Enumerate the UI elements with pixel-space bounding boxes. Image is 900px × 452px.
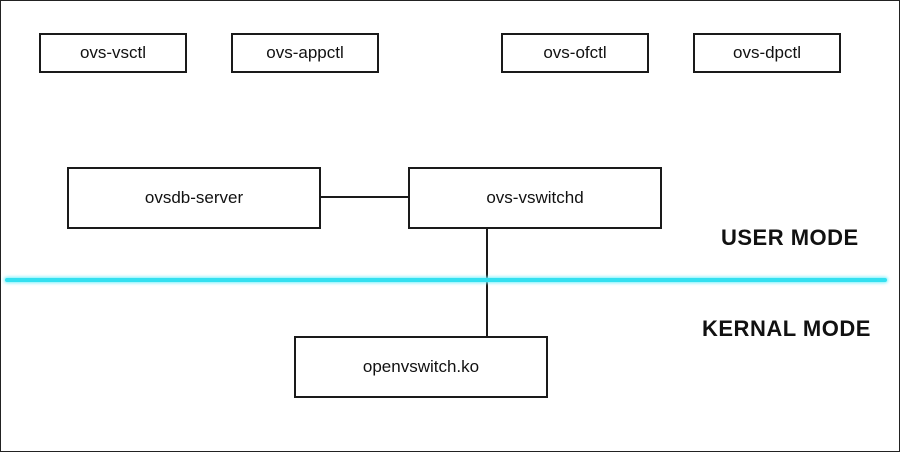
ovs-vsctl-box: ovs-vsctl <box>39 33 187 73</box>
ovs-vswitchd-box: ovs-vswitchd <box>408 167 662 229</box>
ovs-vswitchd-label: ovs-vswitchd <box>486 188 584 207</box>
ovsdb-vswitchd-connector <box>321 196 409 198</box>
ovs-vsctl-label: ovs-vsctl <box>79 43 147 62</box>
ovsdb-server-box: ovsdb-server <box>67 167 321 229</box>
ovs-dpctl-box: ovs-dpctl <box>693 33 841 73</box>
ovs-appctl-box: ovs-appctl <box>231 33 379 73</box>
ovsdb-server-label: ovsdb-server <box>144 188 244 207</box>
user-mode-label: USER MODE <box>721 225 859 250</box>
user-kernel-divider <box>5 278 887 282</box>
vswitchd-kernel-connector <box>486 229 488 337</box>
ovs-dpctl-label: ovs-dpctl <box>732 43 802 62</box>
ovs-ofctl-label: ovs-ofctl <box>543 43 607 62</box>
ovs-appctl-label: ovs-appctl <box>266 43 344 62</box>
openvswitch-ko-label: openvswitch.ko <box>362 357 480 376</box>
ovs-ofctl-box: ovs-ofctl <box>501 33 649 73</box>
kernel-mode-label: KERNAL MODE <box>702 316 871 341</box>
openvswitch-ko-box: openvswitch.ko <box>294 336 548 398</box>
